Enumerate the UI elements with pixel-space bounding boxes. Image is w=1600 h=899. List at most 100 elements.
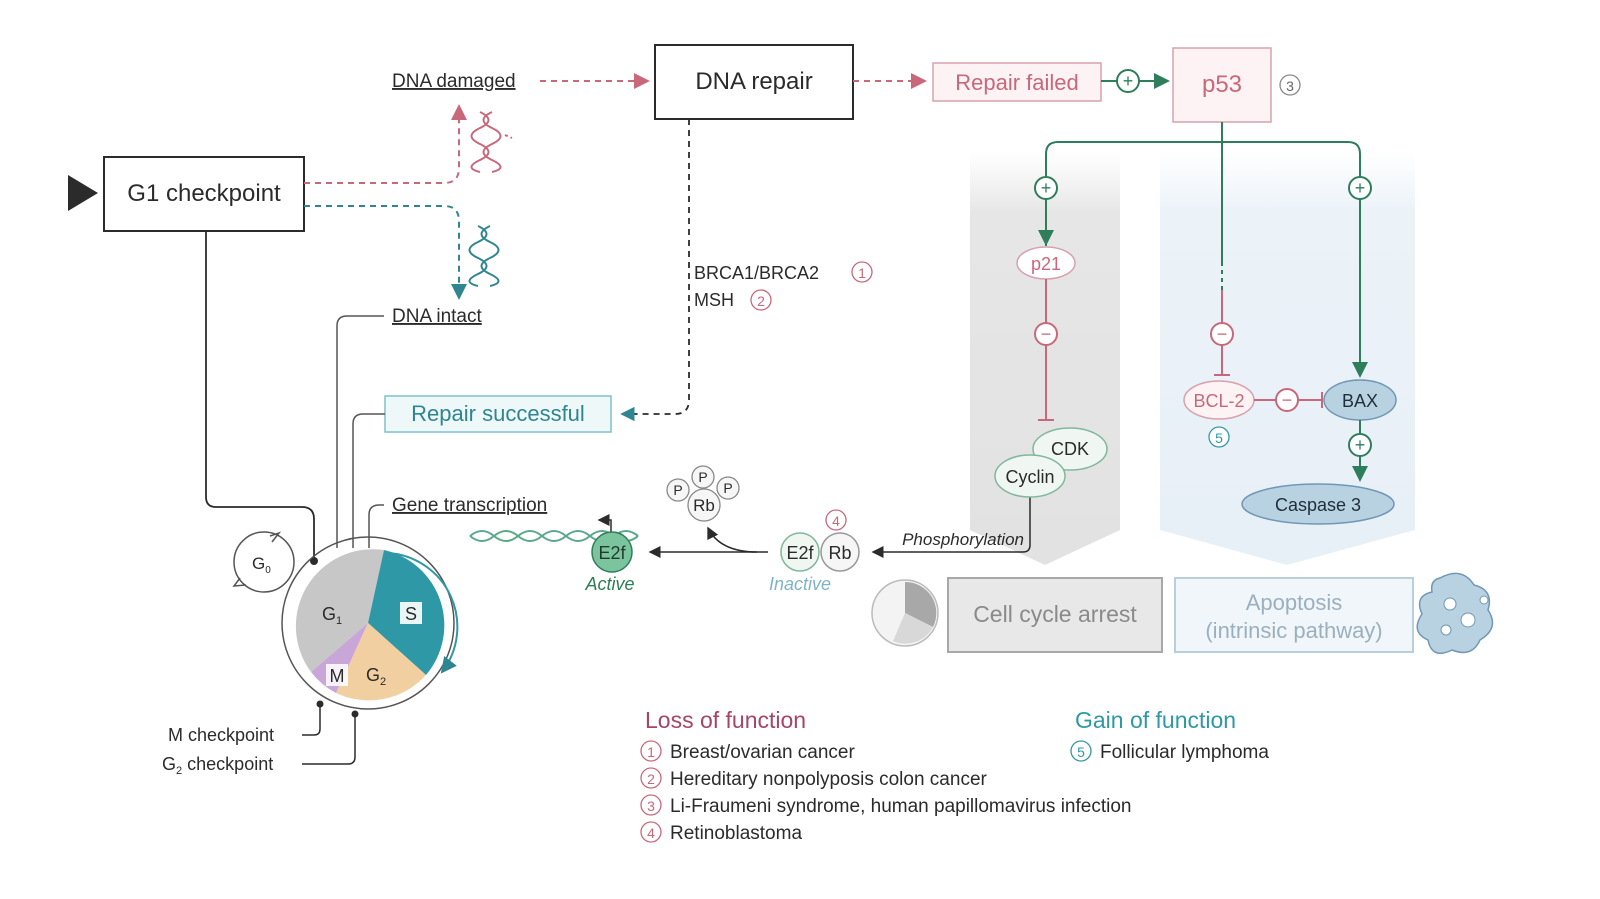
- bax-inhibition-sign: [1275, 388, 1299, 412]
- marker-5: 5: [1215, 430, 1223, 446]
- activates-p53-sign: [1116, 69, 1140, 93]
- apoptosis-band: [1160, 150, 1415, 565]
- marker-5-circle: [1208, 426, 1230, 448]
- g2-phase: [336, 623, 426, 701]
- p53-branch-bar: [1045, 122, 1361, 370]
- gain-item-1: Follicular lymphoma: [1100, 742, 1269, 763]
- g1-checkpoint-box[interactable]: [103, 156, 305, 232]
- g1-phase-label: G1: [322, 604, 342, 627]
- damaged-dna-icon: [470, 111, 513, 173]
- bax-label: BAX: [1342, 391, 1378, 411]
- inactive-label: Inactive: [769, 574, 831, 594]
- g1-to-cycle-line: [205, 231, 315, 560]
- g1-checkpoint-dot: [310, 557, 318, 565]
- g0-loop-arrow-top: [269, 531, 282, 543]
- caspase3-node[interactable]: [1241, 483, 1395, 525]
- s-phase-badge: [400, 602, 422, 624]
- e2f-inactive-label: E2f: [786, 543, 814, 563]
- rb-inactive-node[interactable]: [820, 532, 860, 572]
- success-to-cycle-line: [352, 413, 385, 548]
- intact-to-cycle-line: [336, 315, 384, 548]
- p53-box[interactable]: [1172, 47, 1272, 123]
- repair-failed-label: Repair failed: [955, 70, 1079, 95]
- cyclin-label: Cyclin: [1005, 467, 1054, 487]
- legend-marker-3-num: 3: [647, 798, 655, 814]
- loss-item-2: Hereditary nonpolyposis colon cancer: [670, 769, 988, 790]
- phosphate-1-label: P: [673, 482, 682, 498]
- arrested-cell-slice: [905, 581, 937, 627]
- dna-repair-box[interactable]: [654, 44, 854, 120]
- e2f-inactive-node[interactable]: [780, 532, 820, 572]
- rb-phosphorylated-arrow: [707, 526, 758, 553]
- bcl2-label: BCL-2: [1193, 391, 1244, 411]
- legend-marker-3: [640, 794, 662, 816]
- bax-activation-sign: [1348, 176, 1372, 200]
- repair-failed-box[interactable]: [932, 62, 1102, 102]
- legend-marker-1-num: 1: [647, 744, 655, 760]
- apoptosis-label: Apoptosis: [1246, 590, 1343, 615]
- caspase-activation-sign: [1348, 433, 1372, 457]
- cyclin-node[interactable]: [994, 454, 1066, 498]
- dna-damaged-label: DNA damaged: [392, 71, 516, 92]
- phosphorylation-route: [871, 497, 1031, 558]
- g0-loop: [233, 531, 295, 593]
- msh-label: MSH: [694, 290, 734, 310]
- loss-item-1: Breast/ovarian cancer: [670, 742, 855, 763]
- legend: Loss of function 1 Breast/ovarian cancer…: [640, 707, 1269, 844]
- dna-intact-label: DNA intact: [392, 306, 482, 327]
- phosphate-1-node: [666, 478, 690, 502]
- cell-cycle-arrest-label: Cell cycle arrest: [973, 601, 1137, 627]
- phosphate-2-label: P: [698, 469, 707, 485]
- route-to-damaged: [304, 104, 467, 184]
- marker-4: 4: [832, 513, 840, 529]
- apoptosis-box[interactable]: [1174, 577, 1414, 653]
- m-checkpoint-label: M checkpoint: [168, 725, 274, 745]
- cdk-label: CDK: [1051, 439, 1089, 459]
- brca-label: BRCA1/BRCA2: [694, 263, 819, 283]
- s-phase-label: S: [405, 604, 417, 624]
- minus-sign: −: [1217, 324, 1228, 344]
- g0-loop-arrow: [232, 577, 247, 587]
- dna-repair-label: DNA repair: [695, 68, 812, 95]
- plus-sign: +: [1355, 178, 1366, 198]
- gain-title: Gain of function: [1075, 707, 1236, 733]
- rb-inactive-label: Rb: [828, 543, 851, 563]
- marker-1: 1: [858, 265, 866, 281]
- p21-inhibition-sign: [1034, 322, 1058, 346]
- p53-label: p53: [1202, 71, 1242, 98]
- plus-sign: +: [1123, 71, 1134, 91]
- apoptosis-sublabel: (intrinsic pathway): [1205, 618, 1382, 643]
- repair-success-route: [620, 119, 690, 422]
- legend-marker-5: [1070, 740, 1092, 762]
- intact-dna-icon: [468, 225, 500, 287]
- phosphate-3-label: P: [723, 480, 732, 496]
- loss-item-3: Li-Fraumeni syndrome, human papillomavir…: [670, 796, 1131, 817]
- loss-item-4: Retinoblastoma: [670, 823, 802, 844]
- cell-cycle-arrest-box[interactable]: [947, 577, 1163, 653]
- marker-3-circle: [1279, 74, 1301, 96]
- rb-phospho-node: [687, 488, 721, 522]
- marker-3: 3: [1286, 78, 1294, 94]
- legend-marker-2: [640, 767, 662, 789]
- e2f-active-node[interactable]: [591, 531, 633, 573]
- m-phase-label: M: [330, 666, 345, 686]
- g2-phase-label: G2: [366, 665, 386, 688]
- g0-label: G0: [252, 554, 271, 576]
- phosphate-2-node: [691, 465, 715, 489]
- p21-label: p21: [1031, 254, 1061, 274]
- arrested-cell-slice-2: [893, 613, 933, 644]
- m-checkpoint-line: [302, 706, 321, 736]
- e2f-active-label: E2f: [598, 543, 626, 563]
- cycle-outline: [281, 536, 455, 710]
- plus-sign: +: [1355, 435, 1366, 455]
- phosphorylation-label: Phosphorylation: [902, 530, 1024, 549]
- transcription-to-cycle-line: [368, 504, 384, 548]
- m-phase: [311, 623, 368, 693]
- legend-marker-4: [640, 821, 662, 843]
- repair-successful-box[interactable]: [384, 395, 612, 433]
- legend-marker-1: [640, 740, 662, 762]
- legend-marker-2-num: 2: [647, 771, 655, 787]
- g2-checkpoint-label: G2 checkpoint: [162, 754, 273, 777]
- gene-transcription-label: Gene transcription: [392, 495, 547, 516]
